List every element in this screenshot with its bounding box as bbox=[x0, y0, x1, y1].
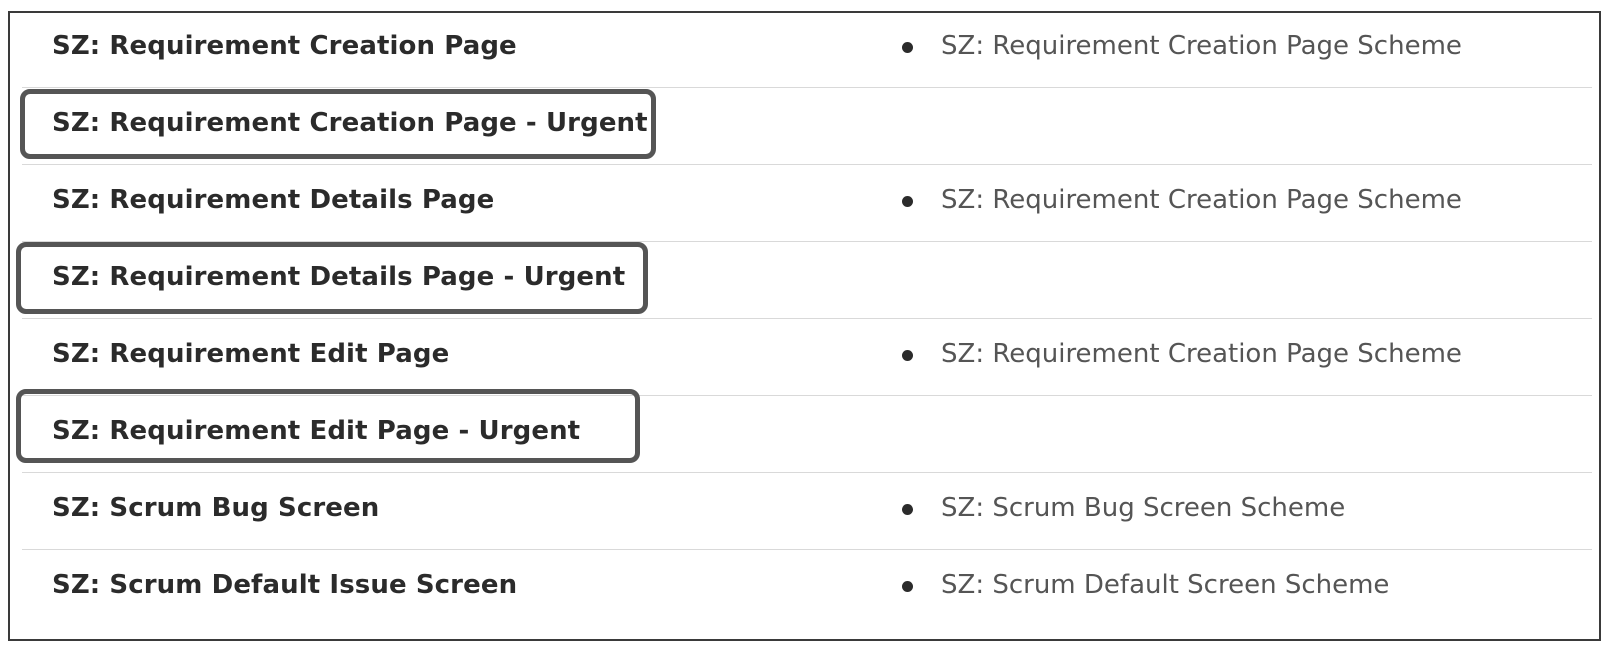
screen-name-link[interactable]: SZ: Requirement Creation Page bbox=[52, 31, 517, 61]
screen-scheme-link[interactable]: SZ: Requirement Creation Page Scheme bbox=[941, 339, 1462, 369]
bullet-icon bbox=[902, 580, 913, 592]
bullet-icon bbox=[902, 503, 913, 515]
screen-name-link[interactable]: SZ: Requirement Details Page bbox=[52, 185, 495, 215]
screen-scheme-link[interactable]: SZ: Scrum Bug Screen Scheme bbox=[941, 493, 1346, 523]
highlight-box bbox=[16, 389, 640, 463]
screen-name-link[interactable]: SZ: Scrum Bug Screen bbox=[52, 493, 380, 523]
screen-scheme-link[interactable]: SZ: Requirement Creation Page Scheme bbox=[941, 185, 1462, 215]
screen-scheme-item: SZ: Scrum Default Screen Scheme bbox=[902, 570, 1389, 600]
table-row: SZ: Scrum Default Issue Screen SZ: Scrum… bbox=[22, 550, 1592, 627]
table-row: SZ: Requirement Details Page - Urgent bbox=[16, 242, 1592, 319]
screen-scheme-link[interactable]: SZ: Scrum Default Screen Scheme bbox=[941, 570, 1390, 600]
table-row: SZ: Scrum Bug Screen SZ: Scrum Bug Scree… bbox=[22, 473, 1592, 550]
screen-name-link[interactable]: SZ: Requirement Creation Page - Urgent bbox=[52, 108, 648, 138]
screen-name-link[interactable]: SZ: Scrum Default Issue Screen bbox=[52, 570, 518, 600]
screen-name-link[interactable]: SZ: Requirement Edit Page bbox=[52, 339, 450, 369]
highlight-box bbox=[16, 242, 648, 314]
table-row: SZ: Requirement Creation Page - Urgent bbox=[20, 88, 1592, 165]
table-row: SZ: Requirement Edit Page - Urgent bbox=[16, 389, 1592, 473]
bullet-icon bbox=[902, 349, 913, 361]
screen-scheme-item: SZ: Scrum Bug Screen Scheme bbox=[902, 493, 1345, 523]
screen-scheme-item: SZ: Requirement Creation Page Scheme bbox=[902, 185, 1462, 215]
highlight-box bbox=[20, 89, 656, 159]
screen-scheme-item: SZ: Requirement Creation Page Scheme bbox=[902, 339, 1462, 369]
screen-scheme-item: SZ: Requirement Creation Page Scheme bbox=[902, 31, 1462, 61]
bullet-icon bbox=[902, 41, 913, 53]
table-row: SZ: Requirement Creation Page SZ: Requir… bbox=[22, 11, 1592, 88]
screens-table-frame bbox=[8, 11, 1601, 641]
screen-scheme-link[interactable]: SZ: Requirement Creation Page Scheme bbox=[941, 31, 1462, 61]
table-row: SZ: Requirement Details Page SZ: Require… bbox=[22, 165, 1592, 242]
screens-table: SZ: Requirement Creation Page SZ: Requir… bbox=[16, 11, 1592, 627]
screen-name-link[interactable]: SZ: Requirement Details Page - Urgent bbox=[52, 262, 626, 292]
bullet-icon bbox=[902, 195, 913, 207]
screen-name-link[interactable]: SZ: Requirement Edit Page - Urgent bbox=[52, 416, 581, 446]
table-row: SZ: Requirement Edit Page SZ: Requiremen… bbox=[22, 319, 1592, 396]
